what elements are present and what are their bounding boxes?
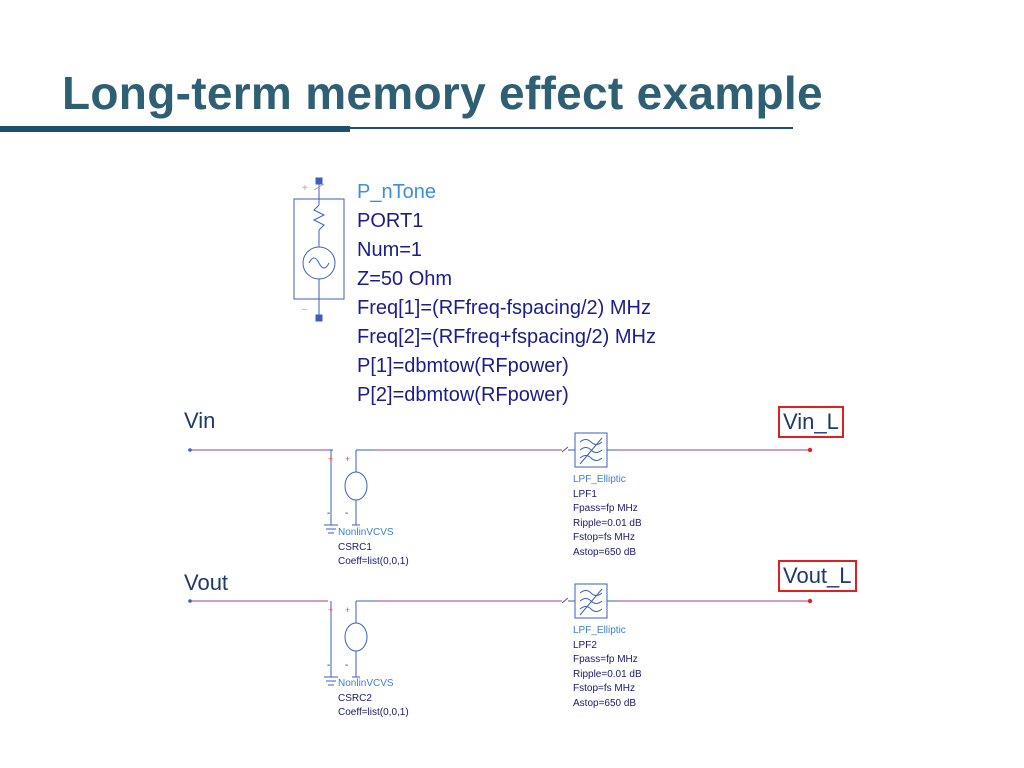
port-source-symbol: + – — [293, 177, 345, 322]
svg-text:+: + — [328, 454, 333, 464]
port-power2: P[2]=dbmtow(RFpower) — [357, 384, 569, 406]
lpf1-astop: Astop=650 dB — [573, 546, 637, 558]
svg-text:-: - — [327, 508, 330, 519]
title-underline-thick — [0, 126, 350, 132]
vcvs1-type: NonlinVCVS — [338, 527, 394, 538]
vcvs2-instance: CSRC2 — [338, 692, 372, 704]
lpf1-properties: LPF_Elliptic LPF1 Fpass=fp MHz Ripple=0.… — [573, 473, 642, 561]
title-underline-thin — [0, 127, 793, 129]
port-power1: P[1]=dbmtow(RFpower) — [357, 355, 569, 377]
port-instance-name: PORT1 — [357, 210, 424, 232]
vcvs2-properties: NonlinVCVS CSRC2 Coeff=list(0,0,1) — [338, 677, 409, 721]
net-label-vin-l: Vin_L — [778, 406, 844, 438]
vcvs2-type: NonlinVCVS — [338, 678, 394, 689]
port-freq2: Freq[2]=(RFfreq+fspacing/2) MHz — [357, 326, 656, 348]
port-num: Num=1 — [357, 239, 423, 261]
net-label-vout: Vout — [184, 570, 229, 595]
lpf2-fpass: Fpass=fp MHz — [573, 654, 638, 666]
lpf2-fstop: Fstop=fs MHz — [573, 683, 635, 695]
svg-text:–: – — [302, 304, 308, 315]
port-freq1: Freq[1]=(RFfreq-fspacing/2) MHz — [357, 297, 651, 319]
lpf2-instance: LPF2 — [573, 639, 597, 651]
lpf1-fstop: Fstop=fs MHz — [573, 532, 635, 544]
lpf1-instance: LPF1 — [573, 488, 597, 500]
vcvs1-symbol: + + - - — [324, 449, 378, 534]
port-properties: P_nTone PORT1 Num=1 Z=50 Ohm Freq[1]=(RF… — [357, 178, 656, 410]
port-type: P_nTone — [357, 181, 436, 203]
lpf1-fpass: Fpass=fp MHz — [573, 503, 638, 515]
svg-text:+: + — [345, 454, 350, 464]
net-label-vin: Vin — [184, 408, 216, 433]
vcvs1-instance: CSRC1 — [338, 541, 372, 553]
lpf2-ripple: Ripple=0.01 dB — [573, 668, 642, 680]
svg-text:-: - — [345, 508, 348, 519]
svg-text:+: + — [328, 605, 333, 615]
lpf2-symbol — [561, 583, 620, 619]
lpf2-properties: LPF_Elliptic LPF2 Fpass=fp MHz Ripple=0.… — [573, 624, 642, 712]
svg-text:+: + — [302, 183, 308, 194]
svg-text:-: - — [327, 660, 330, 671]
vcvs1-coeff: Coeff=list(0,0,1) — [338, 556, 409, 568]
slide-title: Long-term memory effect example — [62, 67, 823, 119]
port-impedance: Z=50 Ohm — [357, 268, 453, 290]
vcvs2-symbol: + + - - — [324, 600, 378, 686]
svg-text:-: - — [345, 660, 348, 671]
vcvs1-properties: NonlinVCVS CSRC1 Coeff=list(0,0,1) — [338, 526, 409, 570]
net-label-vout-l: Vout_L — [778, 560, 857, 592]
lpf1-type: LPF_Elliptic — [573, 474, 626, 485]
lpf2-astop: Astop=650 dB — [573, 697, 637, 709]
lpf2-type: LPF_Elliptic — [573, 625, 626, 636]
lpf1-ripple: Ripple=0.01 dB — [573, 517, 642, 529]
vcvs2-coeff: Coeff=list(0,0,1) — [338, 707, 409, 719]
lpf1-symbol — [561, 432, 620, 468]
svg-text:+: + — [345, 605, 350, 615]
